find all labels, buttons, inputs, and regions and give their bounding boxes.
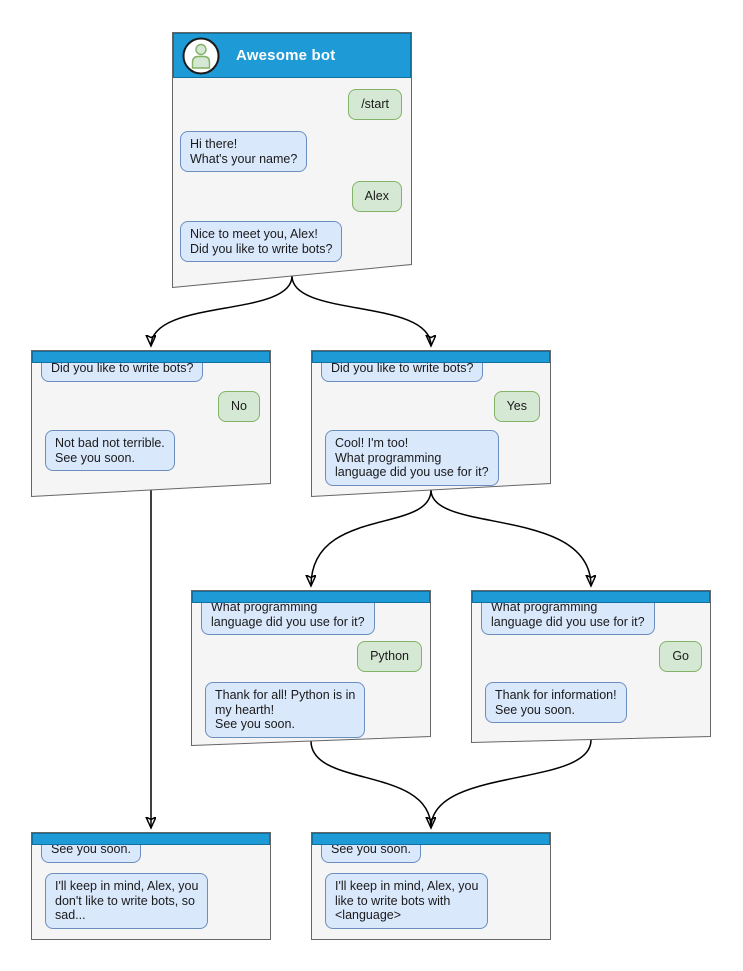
chat-header	[312, 351, 550, 363]
user-message-bubble: /start	[348, 89, 402, 120]
chat-window-end-no: See you soon. I'll keep in mind, Alex, y…	[31, 832, 271, 940]
user-message-bubble: Alex	[351, 181, 402, 212]
bot-message-bubble: I'll keep in mind, Alex, you like to wri…	[325, 873, 489, 929]
bot-message-bubble: Thank for all! Python is in my hearth! S…	[205, 682, 366, 738]
bot-message-bubble: I'll keep in mind, Alex, you don't like …	[45, 873, 209, 929]
chat-window-python: What programming language did you use fo…	[191, 590, 431, 746]
user-message-bubble: Go	[659, 641, 702, 672]
user-message-bubble: Yes	[493, 391, 540, 422]
chat-header	[312, 833, 550, 845]
chat-window-start: /start Hi there! What's your name? Alex …	[172, 32, 412, 288]
user-message-bubble: No	[218, 391, 260, 422]
edge-go-to-end	[430, 739, 592, 829]
bot-message-bubble: Cool! I'm too! What programming language…	[325, 430, 499, 486]
bot-message-bubble: Hi there! What's your name?	[180, 131, 308, 172]
user-message-bubble: Python	[357, 641, 422, 672]
bot-message-bubble: Nice to meet you, Alex! Did you like to …	[180, 221, 343, 262]
chat-window-branch-no: Did you like to write bots? No Not bad n…	[31, 350, 271, 497]
edge-python-to-end	[310, 740, 431, 828]
bot-message-bubble: Thank for information! See you soon.	[485, 682, 627, 723]
chat-header	[32, 351, 270, 363]
chat-window-end-yes: See you soon. I'll keep in mind, Alex, y…	[311, 832, 551, 940]
bot-title: Awesome bot	[236, 47, 336, 64]
chat-header	[32, 833, 270, 845]
edge-yes-to-python	[311, 489, 432, 586]
chat-header	[192, 591, 430, 603]
bot-avatar-icon	[182, 37, 220, 74]
chat-window-go: What programming language did you use fo…	[471, 590, 711, 743]
chat-header: Awesome bot	[173, 33, 411, 78]
edge-yes-to-go	[430, 489, 591, 586]
chat-header	[472, 591, 710, 603]
bot-message-bubble: Not bad not terrible. See you soon.	[45, 430, 175, 471]
chat-window-branch-yes: Did you like to write bots? Yes Cool! I'…	[311, 350, 551, 497]
